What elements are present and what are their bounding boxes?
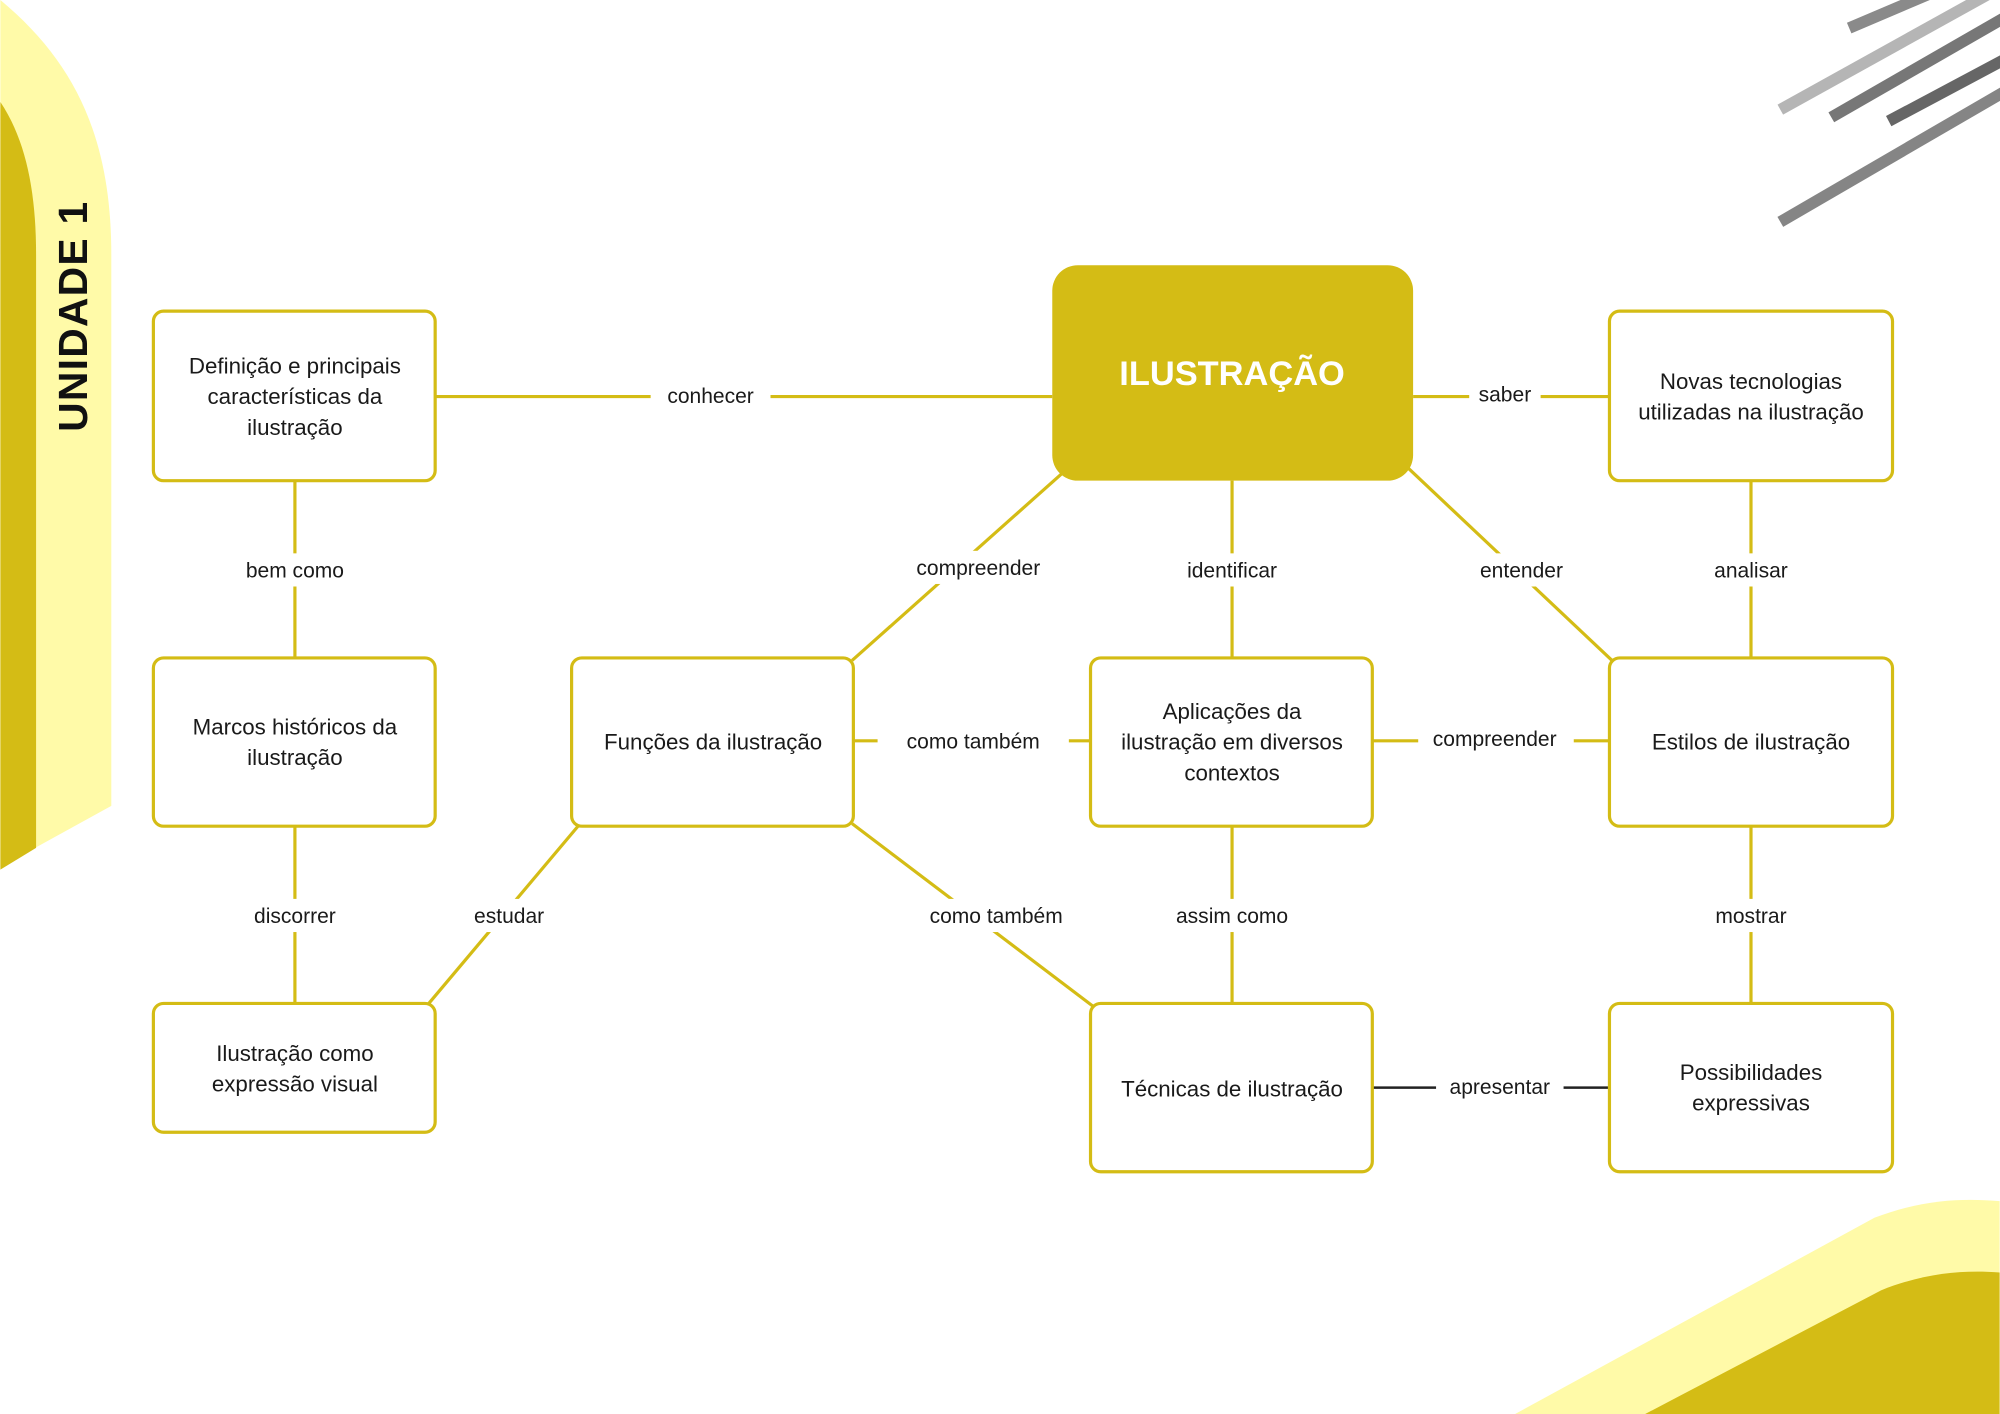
node-text: Estilos de ilustração [1652, 730, 1850, 755]
link-label-como-tambem: como também [907, 730, 1040, 753]
link-label-compreender-2: compreender [1433, 728, 1557, 751]
node-marcos-historicos: Marcos históricos da ilustração [151, 656, 437, 828]
central-node-title: ILUSTRAÇÃO [1119, 354, 1345, 393]
node-text: Possibilidades [1680, 1060, 1823, 1085]
node-text: Técnicas de ilustração [1121, 1077, 1343, 1102]
stripes-decoration [1777, 0, 2000, 227]
link-label-discorrer: discorrer [254, 905, 336, 928]
bottom-right-decoration-dark [1645, 1271, 2000, 1414]
node-text: expressivas [1692, 1091, 1810, 1116]
node-text: contextos [1184, 760, 1279, 785]
link-label-entender: entender [1480, 560, 1563, 583]
node-definicao: Definição e principais características d… [151, 309, 437, 483]
link-label-bem-como: bem como [246, 560, 344, 583]
node-text: características da [208, 384, 383, 409]
link-label-assim-como: assim como [1176, 905, 1288, 928]
node-text: ilustração [247, 745, 342, 770]
node-possibilidades: Possibilidades expressivas [1607, 1001, 1895, 1174]
node-expressao-visual: Ilustração como expressão visual [151, 1001, 437, 1134]
link-label-mostrar: mostrar [1715, 905, 1786, 928]
node-text: expressão visual [212, 1071, 378, 1096]
unit-title: UNIDADE 1 [50, 201, 96, 432]
link-label-estudar: estudar [474, 905, 544, 928]
link-label-identificar: identificar [1187, 560, 1277, 583]
node-aplicacoes: Aplicações da ilustração em diversos con… [1088, 656, 1374, 828]
node-text: utilizadas na ilustração [1638, 399, 1864, 424]
node-text: Definição e principais [189, 354, 401, 379]
link-label-saber: saber [1479, 384, 1532, 407]
node-text: Aplicações da [1163, 699, 1302, 724]
central-node: ILUSTRAÇÃO [1052, 265, 1414, 481]
node-tecnicas: Técnicas de ilustração [1088, 1001, 1374, 1174]
node-text: Novas tecnologias [1660, 369, 1842, 394]
node-text: Funções da ilustração [604, 730, 822, 755]
node-text: ilustração em diversos [1121, 730, 1343, 755]
node-novas-tecnologias: Novas tecnologias utilizadas na ilustraç… [1607, 309, 1895, 483]
link-label-apresentar: apresentar [1450, 1076, 1550, 1099]
link-label-conhecer: conhecer [667, 385, 753, 408]
node-estilos: Estilos de ilustração [1607, 656, 1895, 828]
link-label-analisar: analisar [1714, 560, 1788, 583]
link-label-compreender: compreender [916, 557, 1040, 580]
node-text: Ilustração como [216, 1041, 373, 1066]
link-label-como-tambem-2: como também [930, 905, 1063, 928]
node-text: Marcos históricos da [193, 714, 398, 739]
left-decoration-dark [0, 102, 37, 870]
node-funcoes: Funções da ilustração [569, 656, 855, 828]
node-text: ilustração [247, 415, 342, 440]
